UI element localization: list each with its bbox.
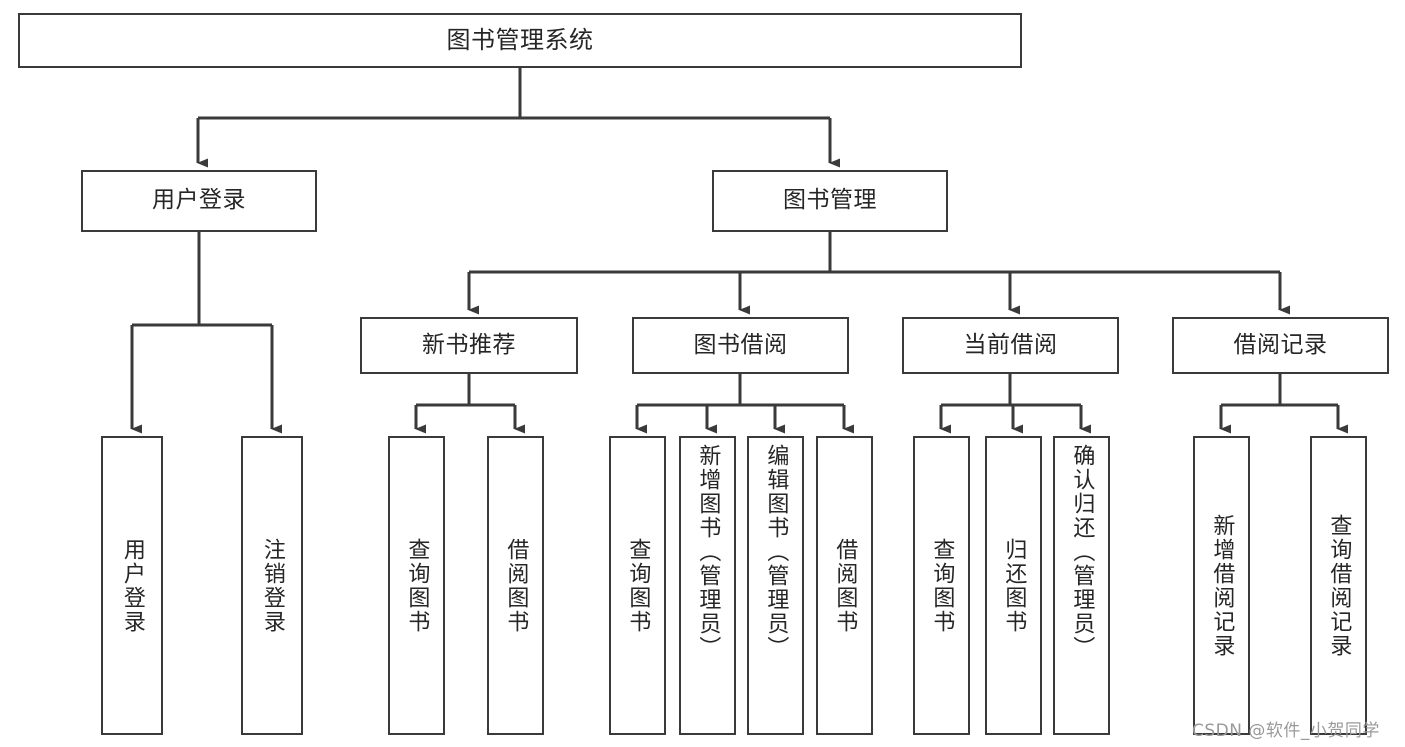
node-new-book-recommend[interactable]: 新书推荐: [360, 317, 578, 374]
leaf-query-borrow-record[interactable]: 查询借阅记录: [1310, 436, 1367, 735]
leaf-query-book-rec[interactable]: 查询图书: [388, 436, 445, 735]
leaf-borrow-book[interactable]: 借阅图书: [816, 436, 873, 735]
leaf-user-login[interactable]: 用户登录: [101, 436, 163, 735]
node-current-borrow[interactable]: 当前借阅: [902, 317, 1119, 374]
leaf-edit-book-admin[interactable]: 编辑图书（管理员）: [747, 436, 804, 735]
leaf-query-book-current[interactable]: 查询图书: [913, 436, 970, 735]
leaf-return-book[interactable]: 归还图书: [985, 436, 1042, 735]
node-book-borrow[interactable]: 图书借阅: [632, 317, 849, 374]
leaf-query-book-borrow[interactable]: 查询图书: [609, 436, 666, 735]
leaf-add-borrow-record[interactable]: 新增借阅记录: [1193, 436, 1250, 735]
leaf-borrow-book-rec[interactable]: 借阅图书: [487, 436, 544, 735]
node-borrow-record[interactable]: 借阅记录: [1172, 317, 1389, 374]
leaf-confirm-return-admin[interactable]: 确认归还（管理员）: [1053, 436, 1110, 735]
node-book-management[interactable]: 图书管理: [712, 170, 948, 232]
watermark-text: CSDN @软件_小贺同学: [1192, 721, 1380, 741]
leaf-logout[interactable]: 注销登录: [241, 436, 303, 735]
node-root[interactable]: 图书管理系统: [18, 13, 1022, 68]
node-user-login[interactable]: 用户登录: [81, 170, 317, 232]
leaf-add-book-admin[interactable]: 新增图书（管理员）: [679, 436, 736, 735]
